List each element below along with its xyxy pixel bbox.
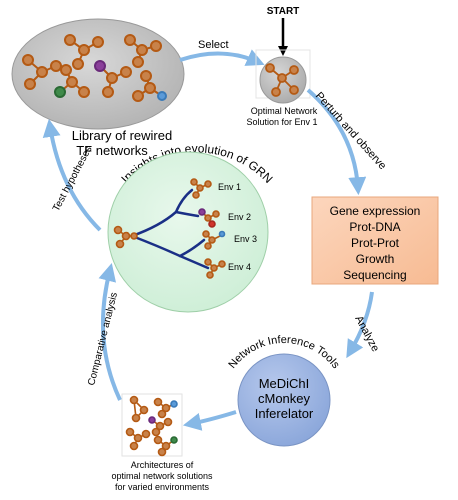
optimal-label-line2: Solution for Env 1 [246, 117, 317, 127]
library-mini-networks [22, 34, 167, 102]
library-label-line2: TF networks [76, 143, 148, 158]
select-label: Select [198, 39, 229, 51]
inference-tool-1: cMonkey [258, 391, 311, 406]
experiments-box [311, 196, 439, 285]
experiment-item-1: Prot-DNA [349, 220, 400, 234]
optimal-label-line1: Optimal Network [251, 106, 318, 116]
inference-tool-0: MeDiChI [259, 376, 310, 391]
library-label-line1: Library of rewired [72, 128, 172, 143]
perturb-label: Perturb and observe [313, 90, 389, 172]
env-label-4: Env 4 [228, 262, 251, 272]
architectures-networks [125, 395, 178, 457]
env-label-3: Env 3 [234, 234, 257, 244]
experiment-item-2: Prot-Prot [351, 236, 400, 250]
inference-to-architectures-arrow [182, 410, 237, 431]
select-arrow [179, 49, 265, 66]
library-network-cluster [11, 18, 185, 130]
architectures-label-line3: for varied environments [115, 482, 210, 492]
optimal-network-graph [265, 63, 299, 97]
architectures-label-line2: optimal network solutions [111, 471, 213, 481]
inference-tool-2: Inferelator [255, 406, 314, 421]
experiment-item-3: Growth [356, 252, 395, 266]
insights-networks [113, 178, 226, 279]
comparative-arrow [98, 263, 122, 401]
insights-circle [107, 151, 269, 313]
test-hypotheses-arrow [42, 118, 102, 232]
env-label-2: Env 2 [228, 212, 251, 222]
start-label: START [267, 6, 300, 17]
architectures-label-line1: Architectures of [131, 460, 194, 470]
perturb-arrow [306, 88, 367, 196]
experiment-item-0: Gene expression [330, 204, 421, 218]
analyze-label: Analyze [352, 314, 381, 354]
env-label-1: Env 1 [218, 182, 241, 192]
experiment-item-4: Sequencing [343, 268, 406, 282]
inference-tools-disc [237, 353, 331, 447]
analyze-arrow [346, 291, 374, 359]
architectures-frame [121, 393, 183, 457]
